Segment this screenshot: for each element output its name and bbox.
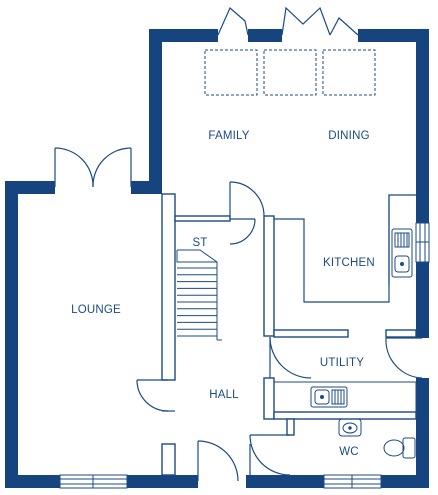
skylights bbox=[204, 49, 376, 96]
window-wc bbox=[323, 474, 382, 489]
door-family-bifold bbox=[217, 6, 359, 36]
wall-wc-west bbox=[286, 418, 295, 436]
label-st: ST bbox=[192, 237, 207, 249]
wall-bottom-left bbox=[5, 475, 60, 488]
wall-bottom-end bbox=[381, 475, 429, 488]
door-lounge-french bbox=[54, 147, 132, 188]
skylight-2 bbox=[263, 49, 317, 96]
kitchen-sink-icon bbox=[391, 228, 413, 278]
wall-hall-west-lower bbox=[161, 443, 176, 476]
door-front bbox=[197, 440, 239, 482]
wall-utility-north-right bbox=[385, 329, 417, 338]
label-dining: DINING bbox=[328, 130, 369, 142]
label-lounge: LOUNGE bbox=[71, 304, 121, 316]
door-st bbox=[229, 218, 256, 245]
wall-top-middle bbox=[248, 29, 282, 42]
staircase bbox=[176, 249, 222, 341]
wall-bottom-right bbox=[246, 475, 324, 488]
wall-right-upper bbox=[416, 29, 429, 223]
wall-top-right bbox=[358, 29, 429, 42]
door-hall-family bbox=[229, 181, 265, 217]
wall-utility-south bbox=[273, 411, 417, 420]
windows bbox=[59, 222, 430, 489]
skylight-3 bbox=[322, 49, 376, 96]
door-utility-side bbox=[385, 337, 423, 379]
wall-family-left bbox=[149, 29, 162, 194]
wall-lounge-top-right bbox=[131, 181, 162, 194]
wash-basin-icon bbox=[338, 418, 362, 437]
wall-top-left bbox=[149, 29, 218, 42]
label-hall: HALL bbox=[209, 389, 239, 401]
kitchen-island-outline bbox=[274, 194, 416, 303]
external-walls bbox=[5, 29, 429, 488]
wall-st-top bbox=[174, 215, 231, 222]
wall-utility-north-left bbox=[273, 329, 349, 338]
wall-kitchen-hall-upper bbox=[263, 215, 275, 337]
wall-bottom-mid bbox=[127, 475, 198, 488]
label-wc: WC bbox=[339, 446, 359, 458]
utility-worktop bbox=[273, 381, 417, 413]
wall-right-middle bbox=[416, 262, 429, 338]
toilet-icon bbox=[383, 437, 416, 459]
label-family: FAMILY bbox=[208, 130, 249, 142]
door-lounge bbox=[136, 379, 175, 412]
label-kitchen: KITCHEN bbox=[323, 257, 375, 269]
door-utility bbox=[269, 336, 312, 379]
wall-left bbox=[5, 181, 18, 488]
window-kitchen bbox=[415, 222, 430, 263]
window-lounge bbox=[59, 474, 128, 489]
wall-utility-hall bbox=[263, 377, 275, 420]
doors bbox=[54, 6, 423, 482]
label-utility: UTILITY bbox=[320, 357, 364, 369]
door-wc bbox=[249, 434, 291, 476]
kitchen-units bbox=[274, 194, 416, 303]
utility-sink-icon bbox=[310, 386, 348, 408]
skylight-1 bbox=[204, 49, 258, 96]
wall-hall-west-upper bbox=[161, 193, 176, 381]
wall-right-lower bbox=[416, 378, 429, 488]
stair-treads bbox=[177, 267, 217, 337]
internal-walls bbox=[161, 193, 417, 476]
